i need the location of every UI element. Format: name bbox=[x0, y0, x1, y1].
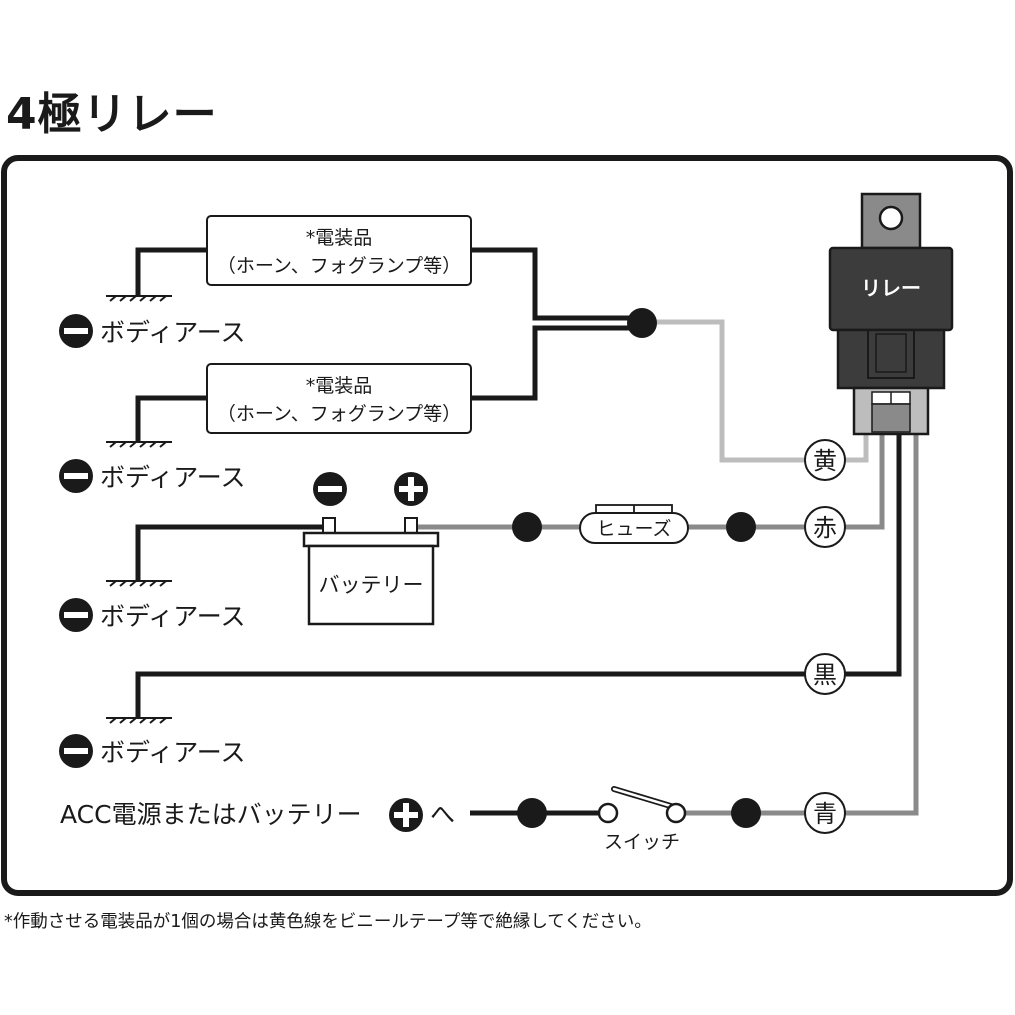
wire-tag-yellow: 黄 bbox=[804, 439, 846, 481]
yellow-wire-relay bbox=[842, 432, 869, 463]
yellow-wire bbox=[642, 319, 808, 463]
device-title: *電装品 bbox=[306, 375, 373, 397]
wire-tag-text: 青 bbox=[813, 800, 837, 828]
switch: スイッチ bbox=[597, 786, 687, 853]
ground-symbol bbox=[106, 441, 172, 448]
ground-label-4: ボディアース bbox=[59, 734, 246, 768]
ground-symbol bbox=[106, 717, 172, 724]
red-wire-relay bbox=[842, 432, 885, 530]
wire-tag-text: 黒 bbox=[813, 661, 837, 689]
device2-ground-wire bbox=[135, 395, 208, 442]
relay-label: リレー bbox=[861, 276, 921, 300]
acc-label: ACC電源またはバッテリー bbox=[60, 800, 362, 829]
acc-suffix: へ bbox=[430, 800, 455, 829]
device-title: *電装品 bbox=[306, 227, 373, 249]
battery-ground-wire bbox=[135, 524, 330, 581]
device1-feed-wire bbox=[471, 247, 642, 321]
ground-label-text: ボディアース bbox=[100, 738, 246, 767]
ground-label-1: ボディアース bbox=[59, 314, 246, 348]
junction-dot bbox=[517, 798, 547, 828]
wire-tag-black: 黒 bbox=[804, 653, 846, 695]
page-title: 4極リレー bbox=[6, 89, 218, 140]
wire-tag-blue: 青 bbox=[804, 792, 846, 834]
relay: リレー bbox=[828, 192, 954, 436]
ground-label-3: ボディアース bbox=[59, 598, 246, 632]
ground-symbol bbox=[106, 580, 172, 587]
blue-wire-relay bbox=[842, 432, 919, 816]
battery-label: バッテリー bbox=[319, 573, 424, 597]
battery: バッテリー bbox=[302, 517, 440, 626]
switch-label: スイッチ bbox=[604, 831, 680, 853]
footnote: *作動させる電装品が1個の場合は黄色線をビニールテープ等で絶縁してください。 bbox=[4, 912, 652, 932]
ground-label-text: ボディアース bbox=[100, 463, 246, 492]
device-subtitle: （ホーン、フォグランプ等） bbox=[217, 255, 461, 277]
ground-label-2: ボディアース bbox=[59, 459, 246, 493]
ground-symbol bbox=[106, 295, 172, 302]
device2-feed-wire bbox=[471, 325, 642, 401]
fuse: ヒューズ bbox=[579, 504, 689, 544]
fuse-label: ヒューズ bbox=[596, 518, 671, 540]
plus-icon bbox=[389, 798, 423, 832]
junction-dot bbox=[627, 308, 657, 338]
device-box-1: *電装品 （ホーン、フォグランプ等） bbox=[206, 215, 472, 286]
black-wire-relay bbox=[842, 432, 902, 677]
battery-minus-icon bbox=[313, 472, 347, 506]
device1-ground-wire bbox=[135, 247, 208, 296]
device-box-2: *電装品 （ホーン、フォグランプ等） bbox=[206, 363, 472, 434]
ground-label-text: ボディアース bbox=[100, 602, 246, 631]
device-subtitle: （ホーン、フォグランプ等） bbox=[217, 403, 461, 425]
battery-plus-icon bbox=[394, 472, 428, 506]
wire-tag-red: 赤 bbox=[804, 506, 846, 548]
junction-dot bbox=[726, 512, 756, 542]
wire-tag-text: 黄 bbox=[813, 447, 837, 475]
wire-tag-text: 赤 bbox=[813, 514, 837, 542]
junction-dot bbox=[512, 512, 542, 542]
junction-dot bbox=[731, 798, 761, 828]
diagram-frame bbox=[1, 155, 1013, 896]
black-wire bbox=[135, 671, 808, 718]
ground-label-text: ボディアース bbox=[100, 318, 246, 347]
